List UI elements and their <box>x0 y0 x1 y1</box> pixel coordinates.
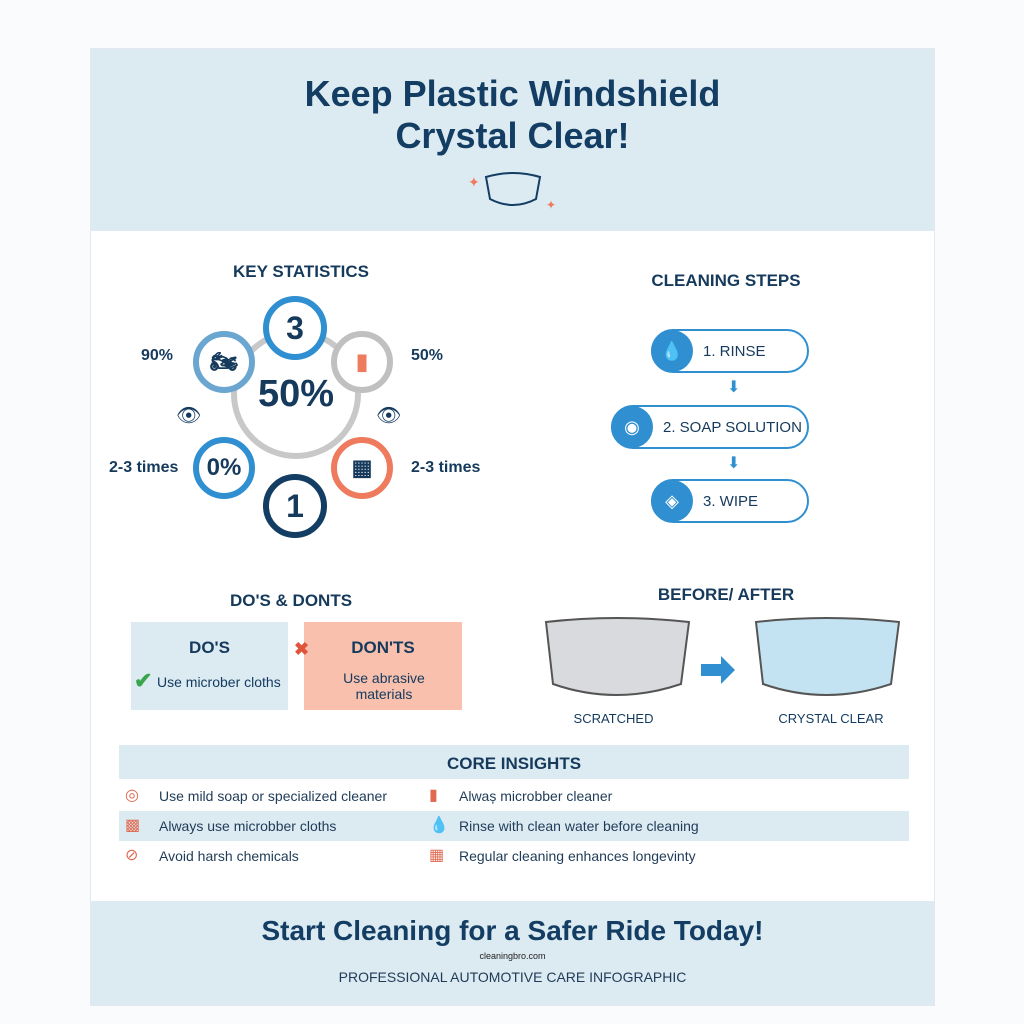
insight-row: ◎ Use mild soap or specialized cleaner ▮ A… <box>119 781 909 811</box>
soap-icon: ◉ <box>611 406 653 448</box>
insight-text: Alwaș microbber cleaner <box>459 788 613 804</box>
after-label: CRYSTAL CLEAR <box>778 711 884 726</box>
bottle-icon: ▮ <box>429 787 438 804</box>
checkmark-icon: ✔ <box>134 668 153 693</box>
before-label: SCRATCHED <box>573 711 654 726</box>
svg-text:✦: ✦ <box>468 174 480 190</box>
donts-text: Use abrasive materials <box>343 670 425 702</box>
title-line: Keep Plastic Windshield <box>304 73 721 114</box>
calendar-icon: ▦ <box>429 847 445 864</box>
motorcycle-icon: 🏍 <box>193 331 255 393</box>
svg-text:✦: ✦ <box>546 198 556 212</box>
water-drop-icon: 💧 <box>429 817 449 834</box>
stat-label: 2-3 times <box>411 459 481 476</box>
insight-text: Avoid harsh chemicals <box>159 848 299 864</box>
dos-donts-heading: DO'S & DONTS <box>229 591 353 610</box>
donts-title: DON'TS <box>351 638 415 657</box>
footer-subtitle: PROFESSIONAL AUTOMOTIVE CARE INFOGRAPHIC <box>338 969 687 985</box>
water-drop-icon: 💧 <box>651 330 693 372</box>
stat-label: 90% <box>141 347 174 364</box>
windshield-comparison <box>544 617 901 696</box>
stat-top: 3 <box>263 296 327 360</box>
dos-title: DO'S <box>189 638 230 657</box>
soap-icon: ◎ <box>125 787 139 804</box>
before-after-heading: BEFORE/ AFTER <box>657 585 795 604</box>
arrow-down-icon: ⬇ <box>727 455 741 472</box>
cloth-icon: ▩ <box>125 817 141 834</box>
donts-box: DON'TS Use abrasive materials <box>304 622 462 710</box>
watermark: cleaningbro.com <box>479 951 546 961</box>
eye-icon: 👁 <box>376 405 402 427</box>
spray-bottle-icon: ▮ <box>331 331 393 393</box>
cleaning-steps-heading: CLEANING STEPS <box>651 271 801 290</box>
cross-icon: ✖ <box>294 639 310 659</box>
stat-bottom-left: 0% <box>193 437 255 499</box>
insight-text: Always use microbber cloths <box>159 818 337 834</box>
stat-label: 50% <box>411 347 444 364</box>
scratched-windshield <box>544 617 691 696</box>
dos-text: Use microber cloths <box>157 674 281 690</box>
calendar-icon: ▦ <box>331 437 393 499</box>
stat-label: 2-3 times <box>109 459 179 476</box>
arrow-right-icon <box>701 656 735 684</box>
footer: Start Cleaning for a Safer Ride Today! c… <box>91 901 934 1005</box>
key-statistics-heading: KEY STATISTICS <box>232 262 370 281</box>
insight-row: ▩ Always use microbber cloths 💧 Rinse with… <box>119 811 909 841</box>
insight-row: ⊘ Avoid harsh chemicals ▦ Regular cleaning… <box>119 841 909 871</box>
windshield-icon: ✦✦ <box>468 172 556 212</box>
cloth-icon: ◈ <box>651 480 693 522</box>
insight-text: Rinse with clean water before cleaning <box>459 818 699 834</box>
title-line: Crystal Clear! <box>395 115 630 156</box>
no-chemicals-icon: ⊘ <box>125 847 139 864</box>
core-insights-heading: CORE INSIGHTS <box>119 745 909 779</box>
clear-windshield <box>754 617 901 696</box>
dos-box: DO'S Use microber cloths ✔ <box>131 622 288 710</box>
eye-icon: 👁 <box>176 405 202 427</box>
footer-cta: Start Cleaning for a Safer Ride Today! <box>261 915 764 946</box>
arrow-down-icon: ⬇ <box>727 379 741 396</box>
insight-text: Use mild soap or specialized cleaner <box>159 788 387 804</box>
stat-bottom: 1 <box>263 474 327 538</box>
insight-text: Regular cleaning enhances longevinty <box>459 848 696 864</box>
